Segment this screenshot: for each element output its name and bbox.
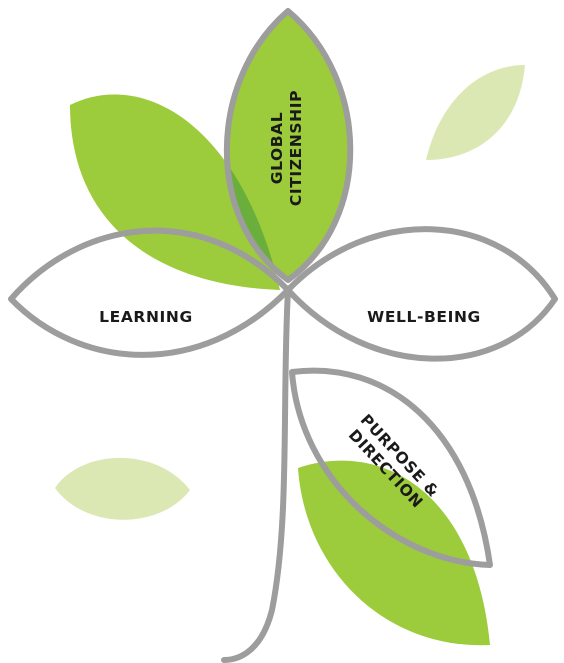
green-leaf-lower-right (298, 460, 490, 646)
label-learning: LEARNING (99, 308, 193, 326)
petal-outline-top (223, 8, 354, 283)
green-petal-fill-top (226, 11, 351, 280)
stem (221, 287, 291, 663)
decorative-leaf-top-right (426, 65, 525, 160)
label-global-citizenship: GLOBAL CITIZENSHIP (268, 90, 305, 206)
label-well-being: WELL-BEING (367, 308, 481, 326)
decorative-leaf-left (55, 457, 190, 520)
label-global-line2: CITIZENSHIP (287, 90, 305, 206)
petal-outline-bottom-right (289, 367, 493, 568)
petal-outline-right (285, 226, 558, 362)
label-global-line1: GLOBAL (268, 112, 286, 185)
green-leaf-upper-left (70, 94, 280, 290)
